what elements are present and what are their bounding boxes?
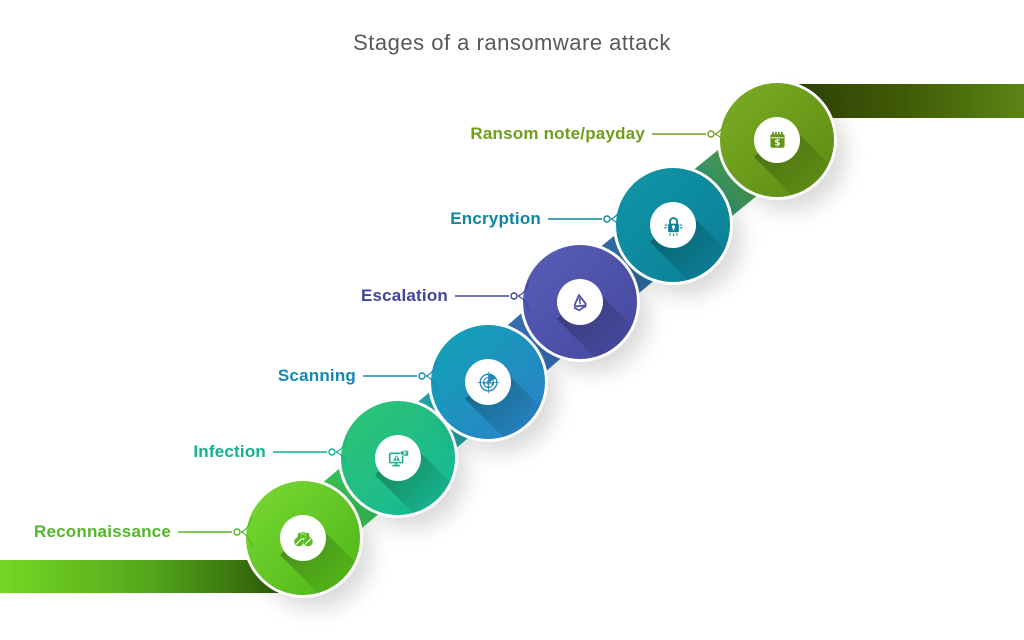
infected-computer-icon bbox=[388, 449, 408, 466]
stage-connector-line bbox=[548, 203, 623, 235]
stage-connector-line bbox=[273, 436, 348, 468]
stage-connector-line bbox=[363, 360, 438, 392]
bottom-ribbon bbox=[0, 560, 292, 593]
stage-icon-disc: $ bbox=[754, 117, 800, 163]
stage-label: Escalation bbox=[360, 286, 448, 305]
stage-circle bbox=[616, 168, 730, 282]
page-title: Stages of a ransomware attack bbox=[353, 30, 671, 55]
stage-label-row: Infection bbox=[193, 432, 349, 472]
stage-label: Scanning bbox=[277, 366, 356, 385]
stage-label-row: Escalation bbox=[361, 276, 531, 316]
stage-circle: $ bbox=[720, 83, 834, 197]
stage-icon-disc bbox=[650, 202, 696, 248]
stage-icon-disc bbox=[280, 515, 326, 561]
stage-icon-disc bbox=[465, 359, 511, 405]
stage-label: Ransom note/payday bbox=[470, 124, 645, 143]
binoculars-icon bbox=[293, 531, 313, 546]
warning-growth-icon bbox=[573, 293, 587, 311]
stage-circle bbox=[431, 325, 545, 439]
stage-label-row: Reconnaissance bbox=[34, 512, 254, 552]
calendar-dollar-icon: $ bbox=[769, 131, 785, 148]
stage-label: Infection bbox=[193, 442, 266, 461]
stage-icon-disc bbox=[557, 279, 603, 325]
stage-label: Reconnaissance bbox=[34, 522, 171, 541]
padlock-icon bbox=[663, 216, 683, 236]
stage-label-row: Ransom note/payday bbox=[470, 114, 728, 154]
stage-circle bbox=[246, 481, 360, 595]
stage-label-row: Scanning bbox=[278, 356, 439, 396]
stage-icon-disc bbox=[375, 435, 421, 481]
stage-connector-line bbox=[652, 118, 727, 150]
radar-icon bbox=[477, 371, 499, 393]
stage-circle bbox=[523, 245, 637, 359]
stage-connector-line bbox=[178, 516, 253, 548]
stage-circle bbox=[341, 401, 455, 515]
stage-label: Encryption bbox=[450, 209, 541, 228]
svg-text:$: $ bbox=[774, 138, 780, 148]
stage-connector-line bbox=[455, 280, 530, 312]
stage-label-row: Encryption bbox=[450, 199, 624, 239]
